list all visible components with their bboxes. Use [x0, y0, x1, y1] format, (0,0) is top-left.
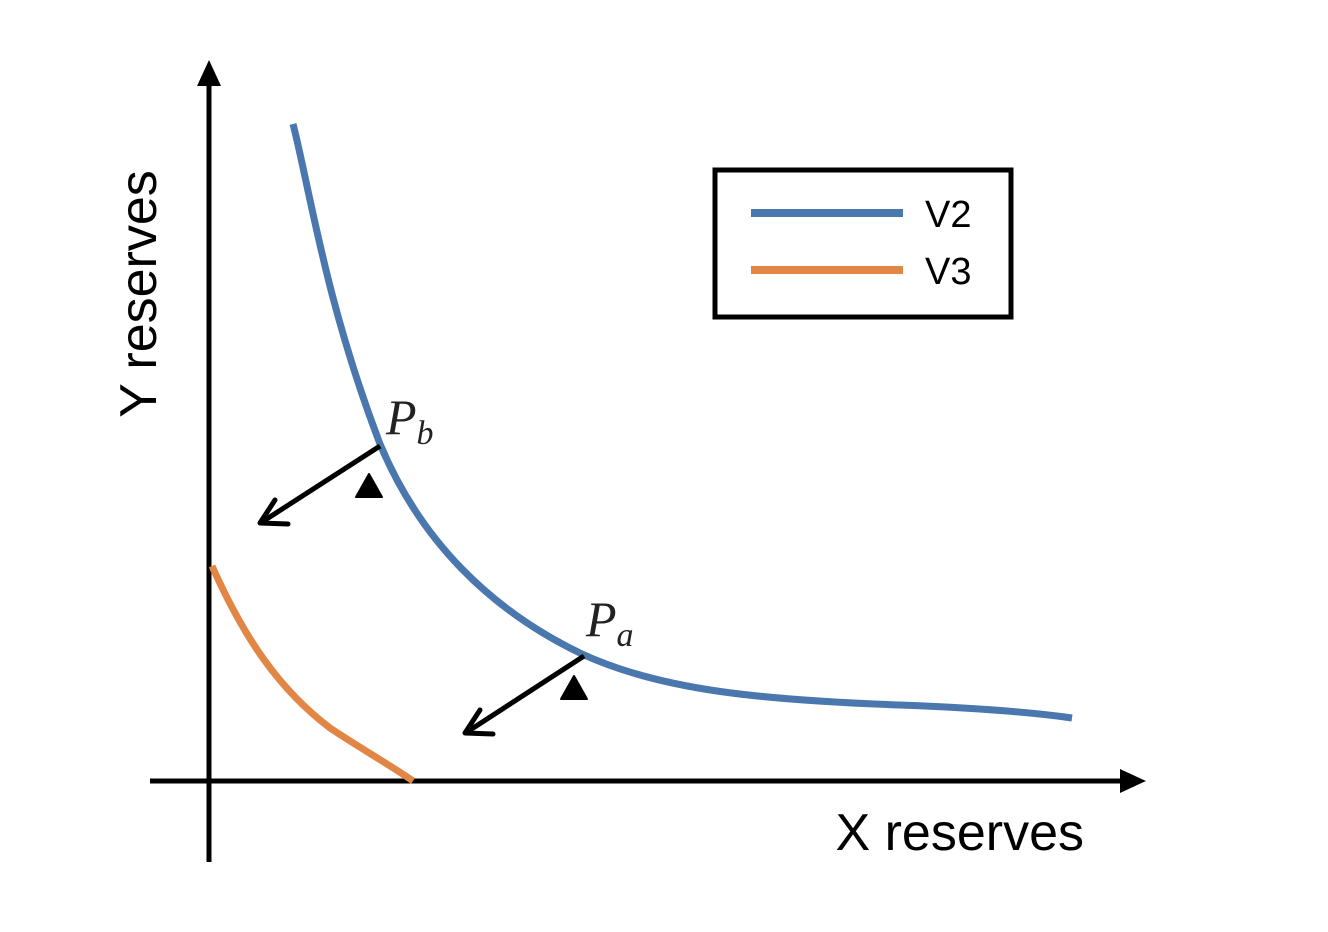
point-label-pa-main: P — [585, 591, 617, 647]
arrow-pb-head — [257, 497, 291, 527]
x-axis-label: X reserves — [835, 804, 1084, 862]
arrow-pa-head — [462, 707, 496, 737]
v2-curve — [289, 123, 1073, 722]
arrow-pa-shaft — [465, 653, 586, 735]
point-label-pb: Pb — [385, 389, 434, 452]
legend-label-v3: V3 — [925, 251, 971, 293]
y-axis-arrowhead — [197, 60, 221, 86]
axes: X reserves Y reserves — [110, 60, 1146, 862]
triangle-icon-pa — [560, 675, 588, 700]
point-label-pa: Pa — [585, 591, 634, 654]
point-label-pb-main: P — [385, 389, 417, 445]
legend-box — [712, 167, 1014, 320]
legend-label-v2: V2 — [925, 194, 971, 236]
legend: V2 V3 — [712, 167, 1014, 320]
triangle-icon-pb — [355, 473, 383, 498]
y-axis-label: Y reserves — [110, 170, 168, 418]
arrow-from-pb — [257, 443, 383, 527]
arrow-pb-shaft — [260, 443, 382, 525]
point-label-pb-sub: b — [417, 415, 434, 452]
x-axis-arrowhead — [1120, 769, 1146, 793]
arrow-from-pa — [462, 653, 588, 737]
v3-curve — [208, 564, 415, 784]
point-label-pa-sub: a — [617, 617, 634, 654]
